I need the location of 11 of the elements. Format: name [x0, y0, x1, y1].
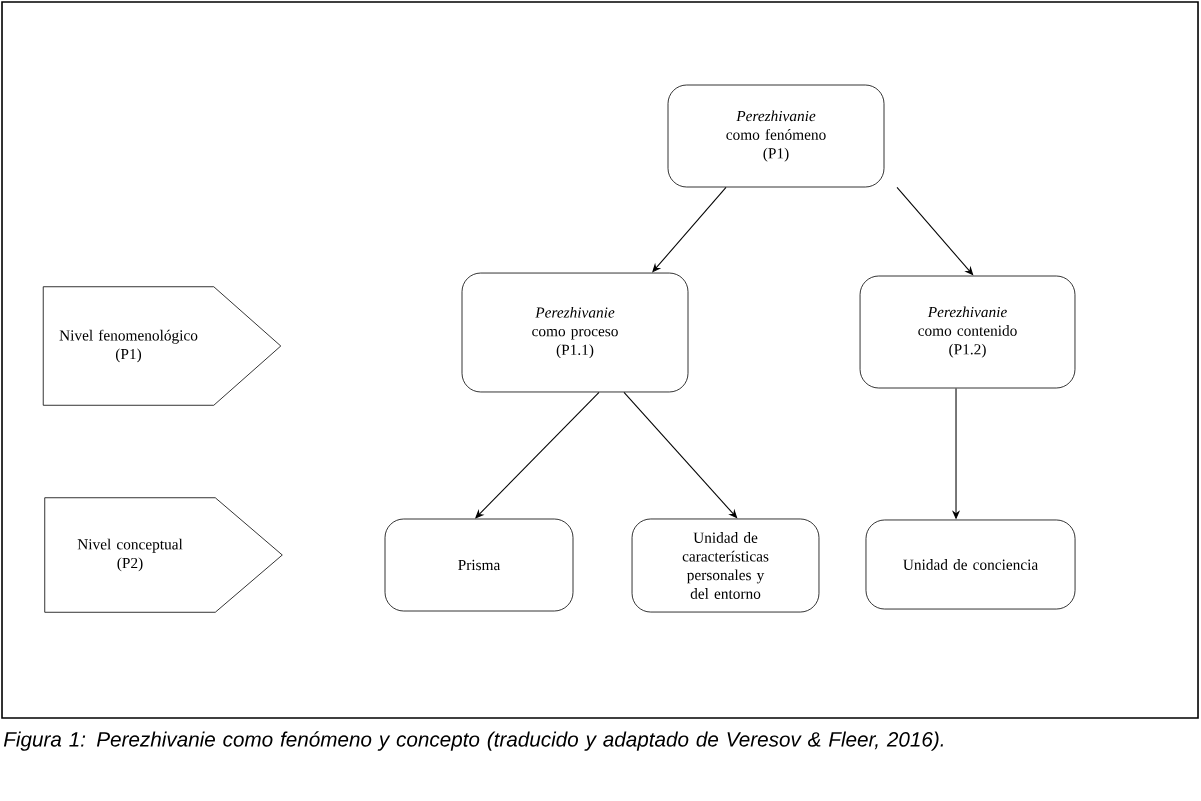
- caption: Figura 1: Perezhivanie como fenómeno y concepto (traducido y adaptado de Veresov & Fleer, 2016).: [3, 731, 943, 751]
- arrow: [623, 391, 738, 519]
- rounded-box: Unidad de características personales y del entorno: [631, 518, 820, 613]
- rounded-box: Perezhivanie como contenido (P1.2): [859, 275, 1076, 389]
- arrow: [896, 186, 974, 276]
- rounded-box: Perezhivanie como fenómeno (P1): [667, 84, 885, 188]
- rounded-box: Perezhivanie como proceso (P1.1): [461, 272, 689, 393]
- rounded-box: Unidad de conciencia: [865, 519, 1076, 610]
- rounded-box: Prisma: [384, 518, 574, 612]
- arrow: [475, 391, 600, 519]
- arrow: [652, 186, 727, 273]
